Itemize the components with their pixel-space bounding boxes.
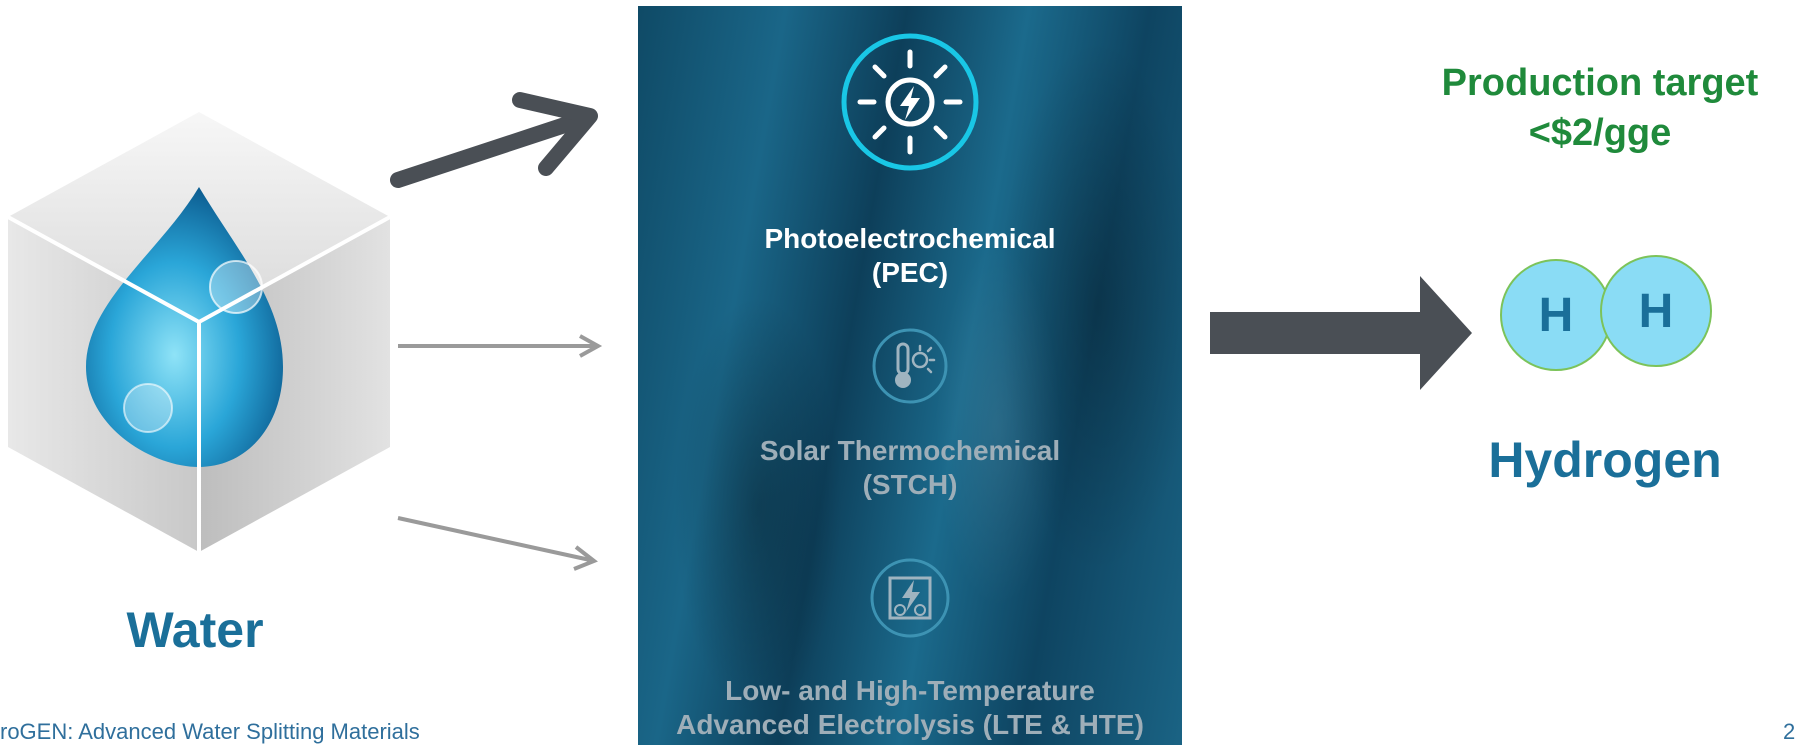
pathway-label-stch: Solar Thermochemical (STCH): [759, 435, 1061, 500]
page-number: 2: [1783, 719, 1796, 744]
hydrogen-atom-left: H: [1500, 259, 1612, 371]
arrow-to-pec-icon: [390, 92, 598, 188]
thermometer-sun-icon: [872, 328, 948, 404]
hydrogen-atom-right: H: [1600, 255, 1712, 367]
hydrogen-label: Hydrogen: [1488, 432, 1722, 488]
arrow-to-electrolysis-icon: [397, 516, 598, 571]
footer-text: roGEN: Advanced Water Splitting Material…: [0, 719, 420, 744]
arrow-to-stch-icon: [398, 334, 603, 358]
pathway-arrows: [390, 92, 603, 571]
sun-bolt-icon: [841, 33, 979, 171]
production-target: Production target <$2/gge: [1441, 62, 1759, 154]
electrolysis-icon: [870, 558, 950, 638]
arrow-to-hydrogen-icon: [1210, 276, 1472, 390]
pathway-label-pec: Photoelectrochemical (PEC): [764, 223, 1056, 288]
pathway-label-electrolysis: Low- and High-Temperature Advanced Elect…: [676, 675, 1144, 740]
pathways-panel: Photoelectrochemical (PEC) Solar Thermoc…: [638, 6, 1182, 745]
water-drop-cube-icon: [8, 112, 390, 552]
water-label: Water: [126, 602, 264, 658]
